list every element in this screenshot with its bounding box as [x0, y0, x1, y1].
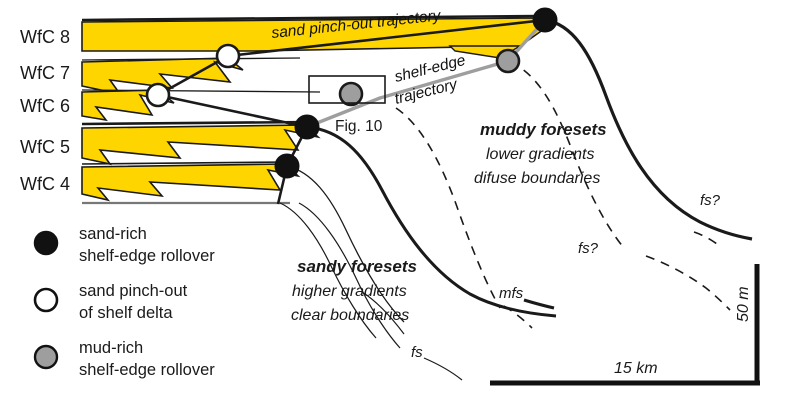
shelf-edge-trajectory-label-line1: shelf-edge [393, 52, 468, 86]
fig10-inset[interactable]: Fig. 10 [308, 75, 386, 135]
wfc8-top-surface [81, 14, 539, 22]
unit-wfc4 [81, 161, 301, 205]
label-wfc7: WfC 7 [20, 63, 70, 83]
marker-sand-rich-rollover-wfc8[interactable] [532, 7, 558, 33]
marker-sand-pinch-out-wfc6[interactable] [145, 82, 171, 108]
rollover-markers [145, 7, 558, 179]
muddy-foresets-line2: lower gradients [486, 146, 595, 163]
wfc7-top-surface [81, 57, 301, 61]
label-fs-query-mid: fs? [578, 240, 599, 257]
trajectory-labels: sand pinch-out trajectory shelf-edge tra… [271, 7, 468, 108]
label-wfc5: WfC 5 [20, 137, 70, 157]
sandy-foresets-line2: higher gradients [292, 283, 407, 300]
mfs-surface-tick [523, 298, 555, 310]
wfc4-sand-body [81, 163, 301, 202]
wfc6-top-surface [81, 89, 321, 93]
scale-bar-horizontal-label: 15 km [614, 360, 658, 377]
foreset-thin-2 [298, 202, 401, 349]
legend-label-mud-rich-line1: mud-rich [79, 339, 143, 357]
muddy-foresets-line1: muddy foresets [480, 120, 607, 139]
legend-marker-sand-pinch-out [33, 287, 59, 313]
wfc4-top-surface [81, 161, 291, 165]
label-fs-query-right: fs? [700, 192, 721, 209]
label-fs-lower-left: fs [411, 344, 423, 361]
unit-labels: WfC 8 WfC 7 WfC 6 WfC 5 WfC 4 [20, 27, 70, 194]
legend-marker-sand-rich [33, 230, 59, 256]
marker-sand-rich-rollover-wfc4[interactable] [274, 153, 300, 179]
sandy-foresets-annotation: sandy foresets higher gradients clear bo… [291, 257, 417, 324]
marker-mud-rich-rollover-fig10[interactable] [338, 81, 364, 107]
clinoform-wfc8-front [544, 18, 753, 241]
legend-label-pinch-out-line1: sand pinch-out [79, 282, 188, 300]
legend-label-mud-rich-line2: shelf-edge rollover [79, 361, 215, 379]
label-wfc4: WfC 4 [20, 174, 70, 194]
muddy-foreset-dashed-right-lead [693, 231, 721, 247]
muddy-foreset-dashed-2-tail [503, 305, 533, 329]
muddy-foreset-dashed-3-fs-query [645, 255, 731, 311]
marker-sand-rich-rollover-wfc5[interactable] [294, 114, 320, 140]
scale-bar-vertical-label: 50 m [735, 286, 752, 322]
shelf-edge-trajectory-line [305, 18, 547, 129]
wfc5-top-surface [81, 120, 311, 126]
legend-label-sand-rich-line1: sand-rich [79, 225, 147, 243]
clinoform-wfc4-front [286, 165, 405, 323]
muddy-foreset-dashed-2 [395, 107, 501, 309]
label-wfc8: WfC 8 [20, 27, 70, 47]
legend: sand-rich shelf-edge rollover sand pinch… [33, 225, 215, 379]
muddy-foresets-line3: difuse boundaries [474, 170, 600, 187]
foreset-thin-1 [279, 202, 377, 339]
scale-bar: 15 km 50 m [490, 264, 760, 386]
sandy-foresets-line3: clear boundaries [291, 307, 409, 324]
clinoform-wfc5-front-mfs [306, 125, 557, 318]
clinoform-surfaces [279, 18, 753, 381]
muddy-foresets-annotation: muddy foresets lower gradients difuse bo… [474, 120, 607, 187]
label-wfc6: WfC 6 [20, 96, 70, 116]
legend-label-sand-rich-line2: shelf-edge rollover [79, 247, 215, 265]
fig10-box[interactable] [308, 75, 386, 104]
sandy-foresets-line1: sandy foresets [297, 257, 417, 276]
foreset-fs-lower-tail [423, 357, 463, 381]
label-mfs: mfs [499, 285, 524, 302]
foreset-fs-lower [361, 291, 405, 335]
legend-label-pinch-out-line2: of shelf delta [79, 304, 173, 322]
fig10-label: Fig. 10 [335, 118, 383, 135]
legend-marker-mud-rich [33, 344, 59, 370]
marker-mud-rich-rollover-right[interactable] [495, 48, 521, 74]
surface-labels: mfs fs fs? fs? [411, 192, 721, 361]
marker-sand-pinch-out-wfc7[interactable] [215, 43, 241, 69]
rollover-connector-line [157, 93, 309, 205]
